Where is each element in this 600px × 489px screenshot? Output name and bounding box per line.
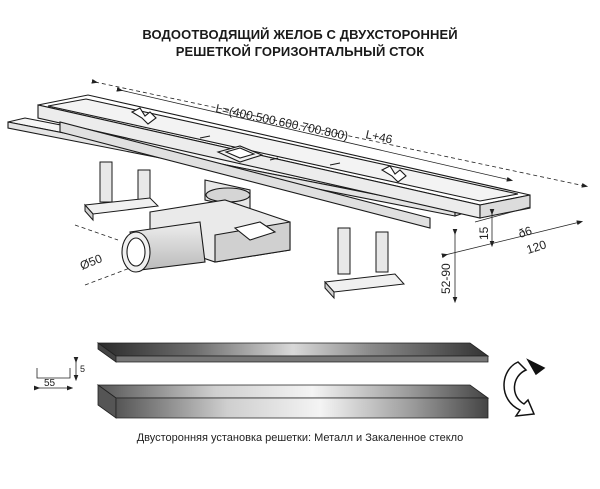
dimension-outlet-diameter: Ø50 [78,251,105,273]
dimension-thickness: ð6 [517,223,534,241]
grate-glass [96,384,490,419]
grate-profile [33,356,79,391]
dimension-grate-thickness: 5 [80,364,85,374]
dimension-width: 120 [525,237,549,257]
diagram-title-line-2: РЕШЕТКОЙ ГОРИЗОНТАЛЬНЫЙ СТОК [175,44,425,59]
caption: Двусторонняя установка решетки: Металл и… [136,432,464,444]
outlet-pipe [121,179,291,273]
grate-metal [96,342,490,363]
dimension-lines [74,78,589,304]
dimension-length-total: L+46 [364,127,394,146]
dimension-height-channel: 15 [477,226,491,240]
diagram-title-line-1: ВОДООТВОДЯЩИЙ ЖЕЛОБ С ДВУХСТОРОННЕЙ [142,27,458,42]
rotate-icon [503,358,546,417]
dimension-grate-width: 55 [44,378,56,389]
dimension-leg-height: 52-90 [439,263,453,294]
